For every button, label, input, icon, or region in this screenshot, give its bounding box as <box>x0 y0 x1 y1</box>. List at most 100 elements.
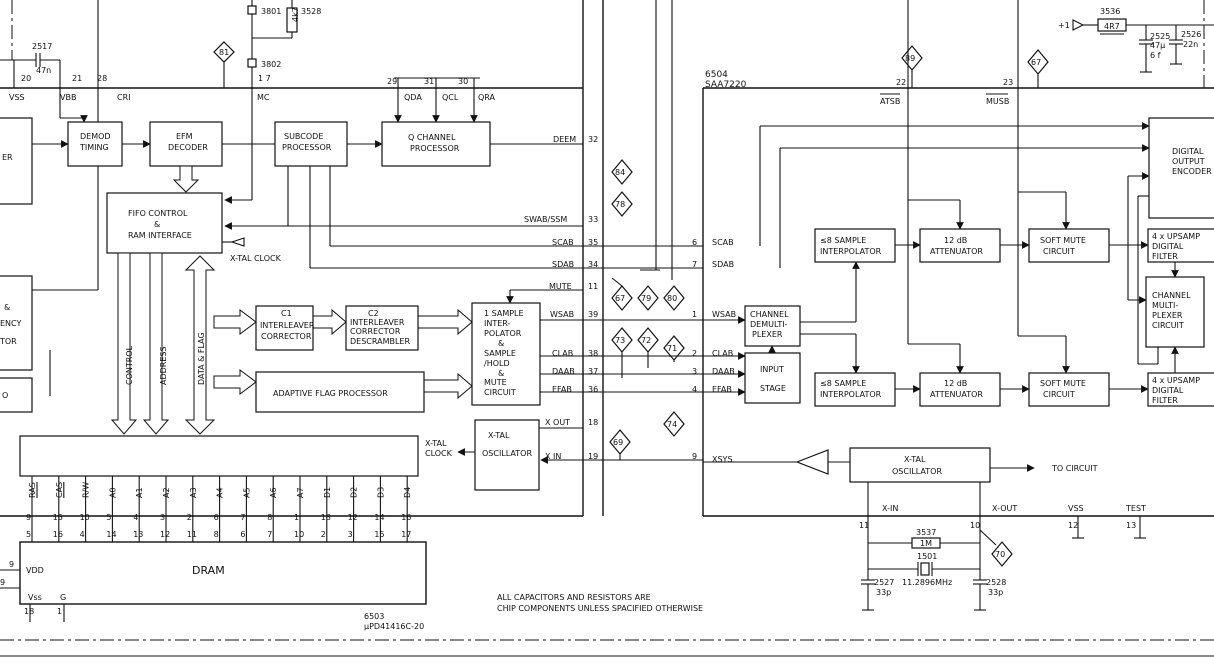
r3801-label: 3801 <box>261 7 281 16</box>
svg-text:1 SAMPLE: 1 SAMPLE <box>484 309 524 318</box>
rpin-4: 4 <box>692 385 697 394</box>
pin-11: 11 <box>588 282 598 291</box>
wires-right-chain <box>759 88 1179 393</box>
pin-37: 37 <box>588 367 598 376</box>
svg-text:PROCESSOR: PROCESSOR <box>410 144 460 153</box>
pin-31: 31 <box>424 77 434 86</box>
r3528-value: 4k7 <box>291 7 300 22</box>
rpin-1: 1 <box>692 310 697 319</box>
svg-text:OSCILLATOR: OSCILLATOR <box>892 467 942 476</box>
bus-pin-top-number: 2 <box>187 513 192 522</box>
pin-21: 21 <box>72 74 82 83</box>
left-partial-text-5: O <box>2 391 8 400</box>
sig-qcl: QCL <box>442 93 459 102</box>
channel-mux-block: CHANNEL MULTI- PLEXER CIRCUIT <box>1145 276 1205 348</box>
rpin-3: 3 <box>692 367 697 376</box>
bus-pin-name: D1 <box>323 487 332 498</box>
c2527-value: 33p <box>876 588 891 597</box>
bus-pin-bottom-number: 16 <box>53 530 63 539</box>
svg-text:&: & <box>154 220 160 229</box>
chip-6504-outline <box>0 0 1214 517</box>
bus-pin-name: RAS <box>28 482 37 498</box>
sig-clab: CLAB <box>552 349 573 358</box>
sample-interpolator-top: ≤8 SAMPLE INTERPOLATOR <box>814 228 896 263</box>
resistors-3801-3802-3528 <box>247 0 298 88</box>
wires-interpolator-out <box>540 319 583 393</box>
buffer-triangle <box>703 449 850 475</box>
sig-mc: MC <box>257 93 270 102</box>
sig-vss: VSS <box>9 93 25 102</box>
data-flag-bus-arrow <box>184 255 216 435</box>
sig-xin: X IN <box>545 452 561 461</box>
chip-6504-part: SAA7220 <box>705 80 747 90</box>
pin-11-right: 11 <box>859 521 869 530</box>
left-partial-block-low <box>0 377 33 413</box>
tp-69-label: 69 <box>613 438 623 447</box>
c2528-value: 33p <box>988 588 1003 597</box>
svg-text:MUTE: MUTE <box>484 378 507 387</box>
svg-text:VDD: VDD <box>26 566 44 575</box>
bus-pin-name: A0 <box>108 487 117 498</box>
sig-sdab: SDAB <box>552 260 574 269</box>
sig-r-wsab: WSAB <box>712 310 736 319</box>
left-partial-block-top <box>0 117 33 205</box>
sig-atsb: ATSB <box>880 97 900 106</box>
svg-text:DIGITAL: DIGITAL <box>1172 147 1204 156</box>
c2517-value: 47n <box>36 66 51 75</box>
pin-20: 20 <box>21 74 31 83</box>
left-partial-text-3: ENCY <box>0 319 21 328</box>
svg-text:4 x UPSAMP: 4 x UPSAMP <box>1152 232 1200 241</box>
bus-pin-name: D3 <box>376 487 385 498</box>
svg-text:FILTER: FILTER <box>1152 252 1178 261</box>
tp-89-label: 89 <box>905 54 915 63</box>
attenuator-bottom: 12 dB ATTENUATOR <box>919 372 1001 407</box>
sig-daab: DAAB <box>552 367 575 376</box>
svg-text:RAM INTERFACE: RAM INTERFACE <box>128 231 192 240</box>
c2528-label: 2528 <box>986 578 1006 587</box>
svg-text:OSCILLATOR: OSCILLATOR <box>482 449 532 458</box>
interpolator-block: 1 SAMPLE INTER- POLATOR & SAMPLE /HOLD &… <box>471 302 541 406</box>
svg-text:&: & <box>498 369 504 378</box>
bus-pin-top-number: 4 <box>133 513 138 522</box>
control-bus-arrow <box>110 252 138 435</box>
bus-pin-top-number: 12 <box>348 513 358 522</box>
svg-text:MULTI-: MULTI- <box>1152 301 1178 310</box>
wires-top-row <box>32 77 583 396</box>
bus-pin-name: CAS <box>55 482 64 498</box>
svg-text:ENCODER: ENCODER <box>1172 167 1212 176</box>
efm-to-fifo-arrow <box>172 165 200 193</box>
svg-text:TIMING: TIMING <box>79 143 109 152</box>
svg-text:DEMULTI-: DEMULTI- <box>750 320 788 329</box>
testpoint-67 <box>611 277 633 311</box>
sig-efab: EFAB <box>552 385 572 394</box>
bus-pin-top-number: 6 <box>214 513 219 522</box>
svg-text:SOFT MUTE: SOFT MUTE <box>1040 379 1086 388</box>
bus-pin-top-number: 13 <box>321 513 331 522</box>
sig-xtal-clock-a: X-TAL <box>425 439 447 448</box>
testpoint-67-right <box>1017 0 1049 88</box>
sig-r-efab: EFAB <box>712 385 732 394</box>
bus-pin-name: R/W <box>82 482 91 498</box>
c2527-label: 2527 <box>874 578 894 587</box>
efm-decoder-block: EFM DECODER <box>149 121 223 167</box>
bus-pin-top-number: 10 <box>80 513 90 522</box>
bus-pin-name: A4 <box>216 487 225 498</box>
bus-pin-bottom-number: 4 <box>80 530 85 539</box>
pin-12: 12 <box>1068 521 1078 530</box>
sig-plus1: +1 <box>1058 21 1070 30</box>
svg-text:PLEXER: PLEXER <box>1152 311 1183 320</box>
svg-text:ATTENUATOR: ATTENUATOR <box>930 247 983 256</box>
bus-pin-top-number: 16 <box>401 513 411 522</box>
svg-text:INTERPOLATOR: INTERPOLATOR <box>820 390 882 399</box>
bus-pin-name: D4 <box>403 487 412 498</box>
crystal-network <box>861 482 1146 611</box>
xtal-clock-in <box>222 237 245 247</box>
bus-pin-bottom-number: 3 <box>348 530 353 539</box>
c2-corrector-block: C2 INTERLEAVER CORRECTOR DESCRAMBLER <box>345 305 419 351</box>
label-control: CONTROL <box>125 345 134 385</box>
svg-text:CIRCUIT: CIRCUIT <box>1043 390 1075 399</box>
pin-19: 19 <box>588 452 598 461</box>
xtal-oscillator-right-block: X-TAL OSCILLATOR <box>849 447 1035 483</box>
note-line-2: CHIP COMPONENTS UNLESS SPACIFIED OTHERWI… <box>497 604 703 613</box>
